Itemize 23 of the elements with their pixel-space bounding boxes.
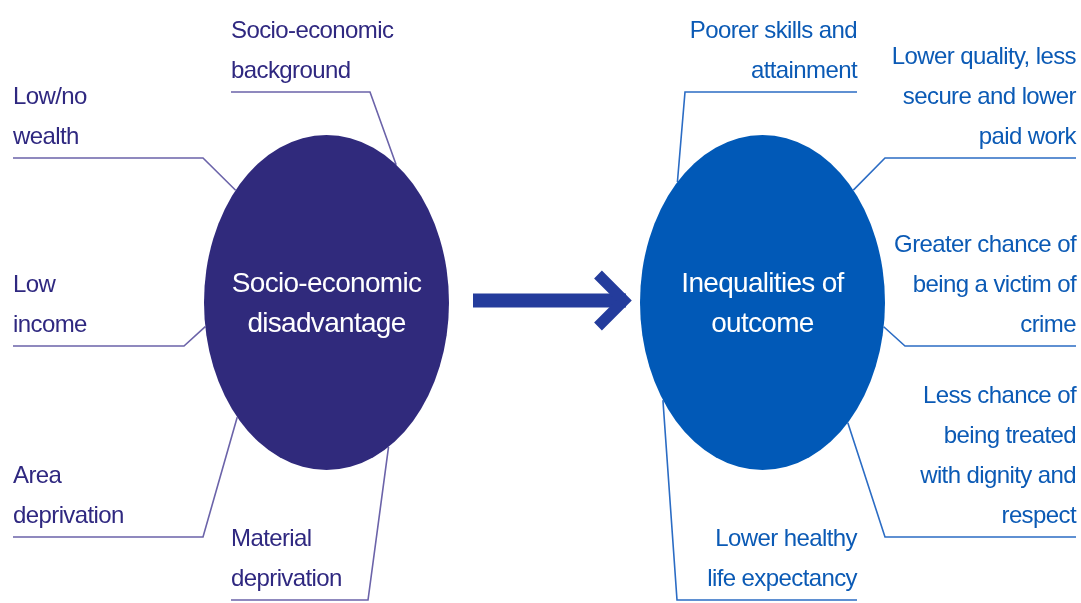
leader-line (12, 325, 207, 347)
factor-label: Socio-economic background (231, 15, 395, 85)
factor-label: Poorer skills and attainment (688, 15, 857, 85)
leader-line (662, 399, 858, 601)
circle-label: Socio-economic disadvantage (230, 265, 423, 340)
factor-label: Area deprivation (13, 460, 125, 530)
leader-line (852, 157, 1077, 191)
leader-line (882, 325, 1077, 347)
leader-line (230, 91, 397, 166)
arrow (473, 269, 630, 332)
factor-label: Greater chance of being a victim of crime (894, 229, 1076, 339)
leader-line (12, 416, 238, 538)
factor-label: Less chance of being treated with dignity and respect (919, 380, 1076, 530)
factor-label: Lower healthy life expectancy (706, 523, 857, 593)
leader-line (676, 91, 858, 183)
circle-label: Inequalities of outcome (680, 265, 846, 340)
factor-label: Low/no wealth (13, 81, 88, 151)
factor-label: Lower quality, less secure and lower paid work (890, 41, 1076, 151)
leader-line (230, 446, 390, 601)
factor-label: Material deprivation (231, 523, 343, 593)
leader-line (847, 421, 1077, 538)
factor-label: Low income (13, 269, 88, 339)
leader-line (12, 157, 237, 191)
